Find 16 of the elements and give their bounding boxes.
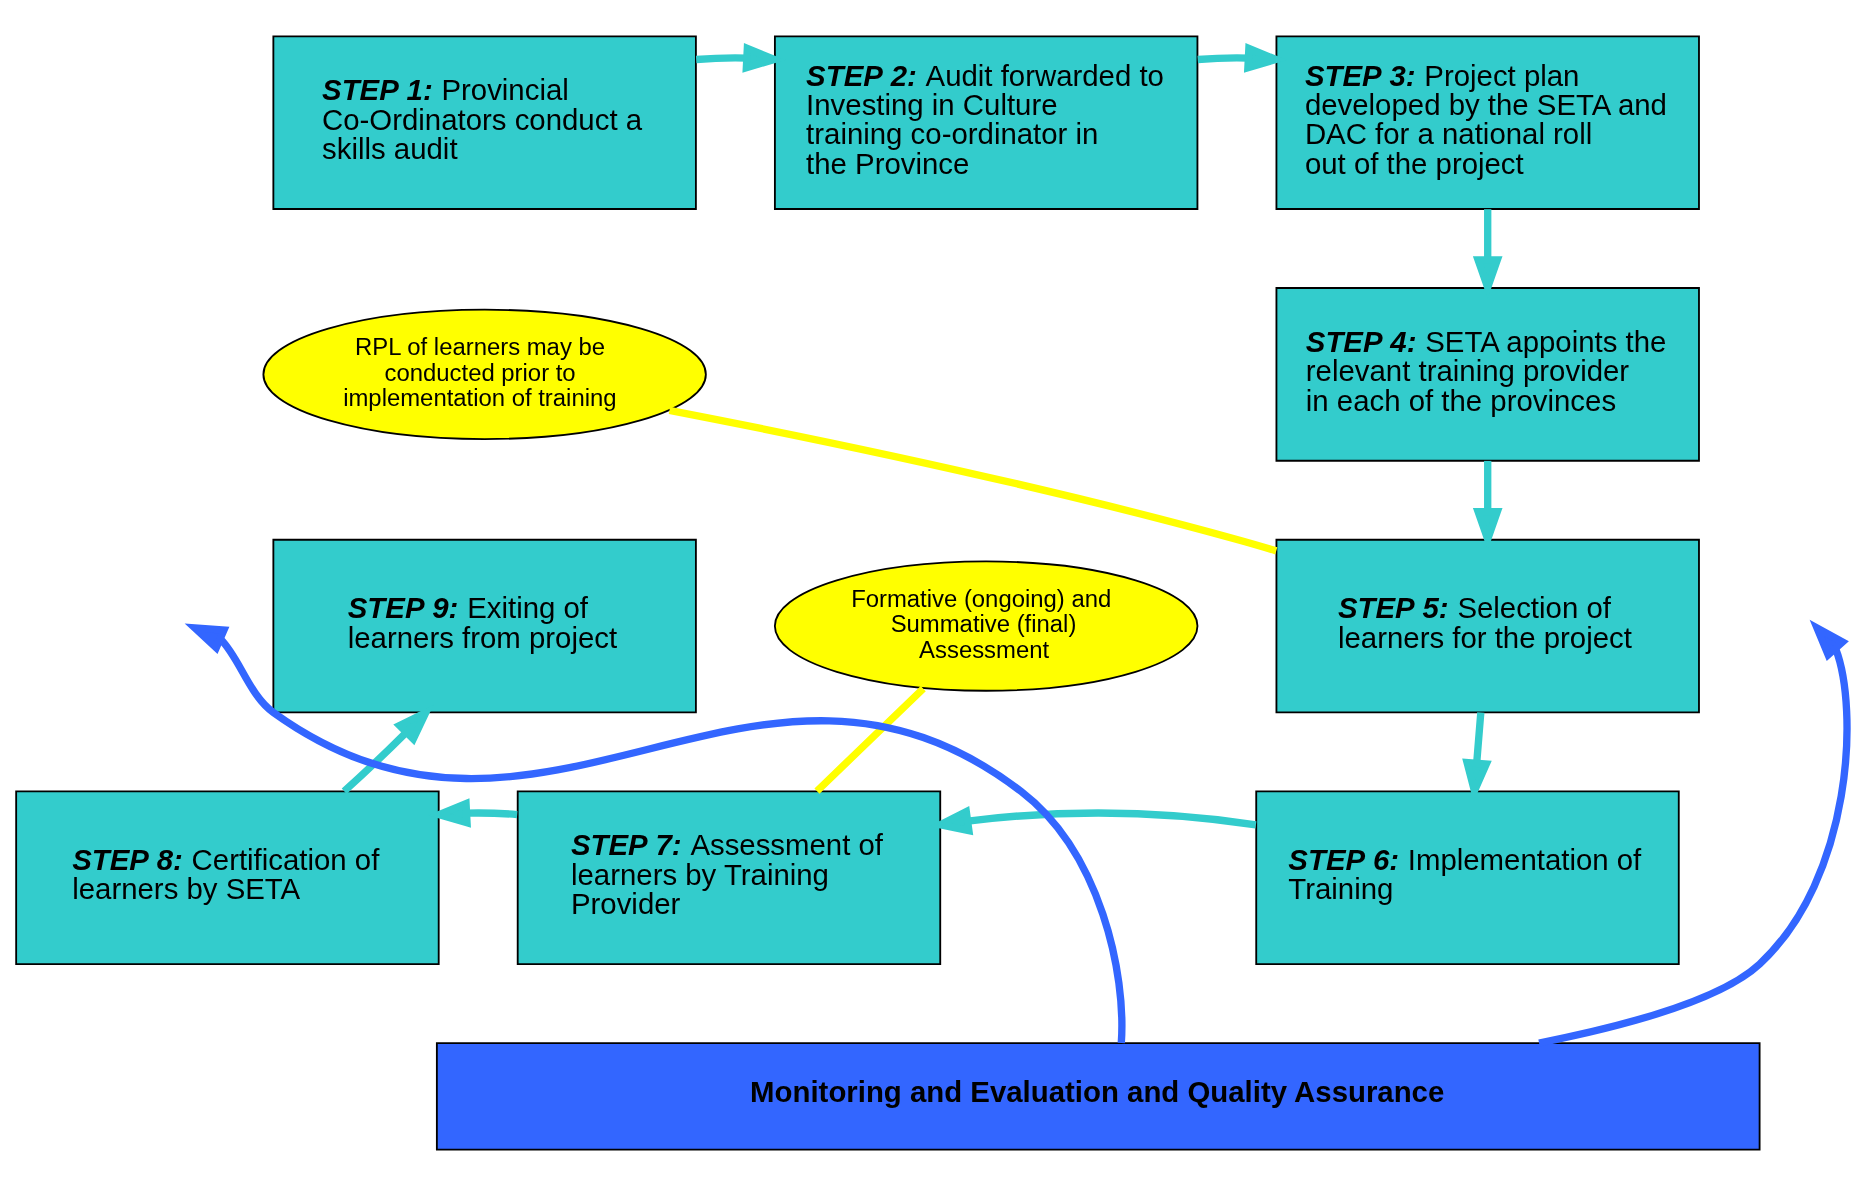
node-box: STEP 7: Assessment of learners by Training Provider — [516, 790, 942, 965]
node-box: STEP 8: Certification of learners by SETA — [15, 790, 440, 965]
connector — [668, 406, 1278, 555]
node-box: STEP 4: SETA appoints the relevant training provider in each of the provinces — [1275, 287, 1700, 462]
arrow — [1538, 619, 1851, 1047]
node-box: STEP 5: Selection of learners for the project — [1275, 538, 1700, 714]
node-box: STEP 6: Implementation of Training — [1255, 790, 1680, 965]
arrow — [184, 623, 1126, 1044]
node-box: Monitoring and Evaluation and Quality Assurance — [435, 1042, 1761, 1151]
node-box: STEP 9: Exiting of learners from project — [272, 538, 697, 714]
node-box: STEP 2: Audit forwarded to Investing in Culture training co-ordinator in the Province — [774, 35, 1199, 210]
connector — [814, 685, 926, 794]
node-box: STEP 3: Project plan developed by the SETA and DAC for a national roll out of the project — [1275, 35, 1700, 210]
node-ellipse: RPL of learners may be conducted prior to implementation of training — [262, 308, 707, 440]
node-box: STEP 1: Provincial Co-Ordinators conduct a skills audit — [272, 35, 697, 210]
node-ellipse: Formative (ongoing) and Summative (final) Assessment — [773, 560, 1199, 692]
